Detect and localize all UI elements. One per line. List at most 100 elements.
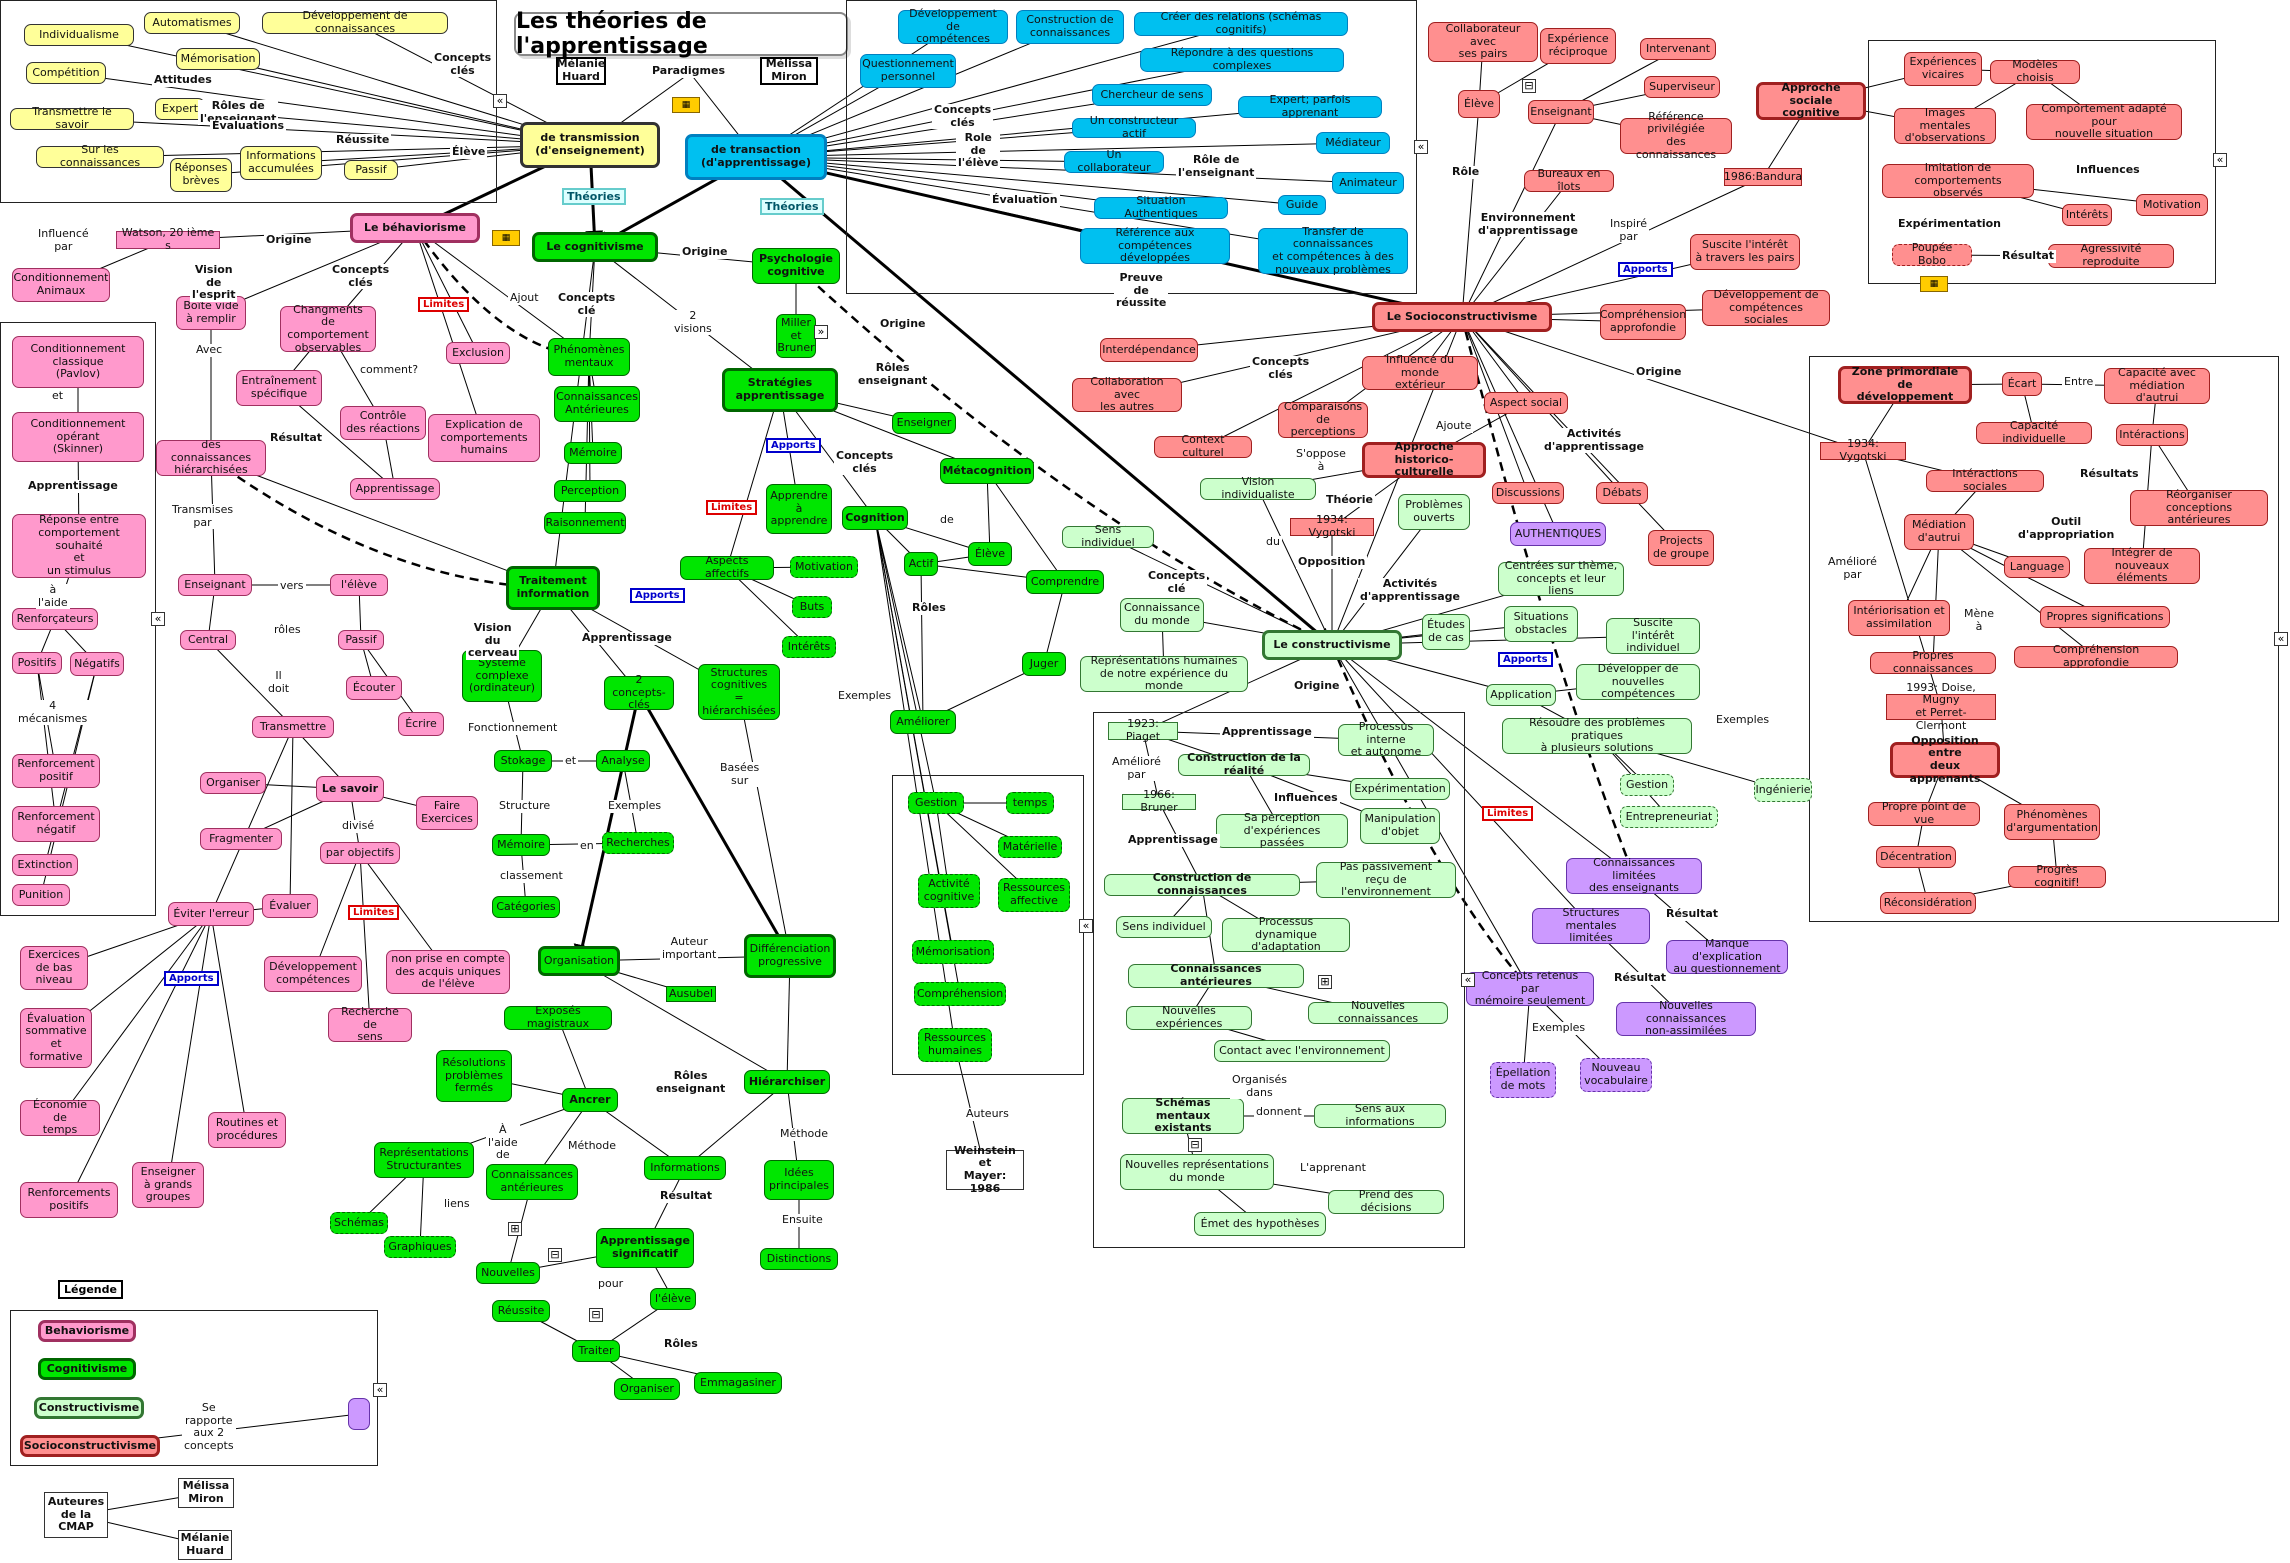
- concept-node-transmsav[interactable]: Transmettre le savoir: [10, 106, 134, 131]
- concept-node-ingenierie[interactable]: Ingénierie: [1754, 778, 1812, 802]
- concept-node-reussite[interactable]: Réussite: [492, 1300, 550, 1322]
- concept-node-renfpos[interactable]: Renforcement positif: [12, 754, 100, 788]
- concept-node-gestion2[interactable]: Gestion: [1620, 774, 1674, 796]
- concept-node-manip[interactable]: Manipulation d'objet: [1360, 808, 1440, 844]
- concept-node-structcog[interactable]: Structures cognitives = hiérarchisées: [698, 664, 780, 720]
- concept-node-compadap[interactable]: Comportement adapté pour nouvelle situat…: [2026, 102, 2182, 140]
- concept-node-collab[interactable]: Un collaborateur: [1064, 149, 1164, 174]
- concept-node-punition[interactable]: Punition: [12, 884, 70, 906]
- concept-node-eleve2[interactable]: Élève: [968, 542, 1012, 566]
- concept-node-capind[interactable]: Capacité individuelle: [1976, 420, 2092, 445]
- concept-node-renfpos2[interactable]: Renforcements positifs: [20, 1182, 118, 1218]
- concept-node-procdyn[interactable]: Processus dynamique d'adaptation: [1222, 915, 1350, 953]
- concept-node-quest[interactable]: Questionnement personnel: [860, 54, 956, 88]
- concept-node-diffprog[interactable]: Différenciation progressive: [744, 934, 836, 978]
- concept-node-propsign[interactable]: Propres significations: [2040, 606, 2170, 628]
- concept-node-interdep[interactable]: Interdépendance: [1100, 338, 1198, 362]
- concept-node-enseignant1[interactable]: Enseignant: [178, 574, 252, 596]
- concept-node-gestion1[interactable]: Gestion: [908, 792, 964, 814]
- concept-node-refpriv[interactable]: Référence privilégiée des connaissances: [1620, 110, 1732, 160]
- concept-node-sitobs[interactable]: Situations obstacles: [1504, 606, 1578, 642]
- concept-node-comprehension[interactable]: Compréhension: [914, 982, 1006, 1006]
- concept-node-expert[interactable]: Expert: [155, 98, 205, 120]
- concept-node-cogn[interactable]: Le cognitivisme: [532, 232, 658, 262]
- concept-node-debats[interactable]: Débats: [1596, 482, 1648, 504]
- concept-node-legct[interactable]: Constructivisme: [34, 1397, 144, 1419]
- concept-node-interets2[interactable]: Intérêts: [2062, 204, 2112, 226]
- concept-node-fragmenter[interactable]: Fragmenter: [200, 828, 282, 850]
- concept-node-devnouv[interactable]: Développer de nouvelles compétences: [1576, 662, 1700, 700]
- concept-node-concret[interactable]: Concepts retenus par mémoire seulement: [1466, 969, 1594, 1007]
- concept-node-exclusion[interactable]: Exclusion: [446, 342, 510, 364]
- concept-node-collabaut[interactable]: Collaboration avec les autres: [1072, 375, 1182, 413]
- concept-node-deuxconc[interactable]: 2 concepts- clés: [604, 673, 674, 711]
- concept-node-graphiques[interactable]: Graphiques: [384, 1236, 456, 1258]
- concept-node-visind[interactable]: Vision individualiste: [1200, 476, 1316, 501]
- concept-node-temps[interactable]: temps: [1006, 792, 1054, 814]
- concept-node-ancrer[interactable]: Ancrer: [562, 1088, 618, 1112]
- concept-node-passif1[interactable]: Passif: [344, 160, 398, 180]
- concept-node-organiser1[interactable]: Organiser: [200, 772, 266, 794]
- concept-node-connant3[interactable]: Connaissances antérieures: [1128, 963, 1304, 988]
- concept-node-metacog[interactable]: Métacognition: [940, 458, 1034, 484]
- concept-node-interets1[interactable]: Intérêts: [782, 636, 836, 658]
- concept-node-sensinfo[interactable]: Sens aux informations: [1314, 1103, 1446, 1128]
- concept-node-central[interactable]: Central: [180, 630, 236, 650]
- concept-node-memoire1[interactable]: Mémoire: [564, 442, 622, 464]
- concept-node-analyse[interactable]: Analyse: [596, 750, 650, 772]
- concept-node-creer[interactable]: Créer des relations (schémas cognitifs): [1134, 11, 1348, 36]
- collapse-icon[interactable]: «: [2274, 632, 2288, 646]
- concept-node-expertp[interactable]: Expert; parfois apprenant: [1238, 94, 1382, 119]
- collapse-icon[interactable]: «: [1461, 973, 1475, 987]
- concept-node-nonprise[interactable]: non prise en compte des acquis uniques d…: [386, 950, 510, 994]
- concept-node-constconn2[interactable]: Construction de connaissances: [1104, 872, 1300, 897]
- concept-node-enseignant2[interactable]: Enseignant: [1528, 100, 1594, 124]
- concept-node-idees[interactable]: Idées principales: [764, 1160, 834, 1200]
- concept-node-discussions[interactable]: Discussions: [1492, 482, 1564, 504]
- concept-node-constreal[interactable]: Construction de la réalité: [1178, 752, 1310, 777]
- concept-node-routines[interactable]: Routines et procédures: [208, 1112, 286, 1148]
- concept-node-memoire2[interactable]: Mémoire: [492, 834, 550, 856]
- concept-node-proppv[interactable]: Propre point de vue: [1868, 801, 1980, 826]
- concept-node-vygot2[interactable]: 1934: Vygotski: [1820, 438, 1906, 463]
- concept-node-collabp[interactable]: Collaborateur avec ses pairs: [1428, 22, 1538, 62]
- concept-node-strat[interactable]: Stratégies apprentissage: [722, 368, 838, 412]
- collapse-icon[interactable]: «: [1414, 140, 1428, 154]
- concept-node-capmed[interactable]: Capacité avec médiation d'autrui: [2104, 366, 2210, 404]
- concept-node-organiser2[interactable]: Organiser: [614, 1378, 680, 1400]
- concept-node-lesavoir[interactable]: Le savoir: [316, 776, 384, 802]
- concept-node-represent[interactable]: Représentations Structurantes: [374, 1142, 474, 1178]
- collapse-icon[interactable]: «: [373, 1383, 387, 1397]
- concept-node-comprendre[interactable]: Comprendre: [1026, 570, 1104, 594]
- concept-node-actcog[interactable]: Activité cognitive: [918, 874, 980, 908]
- concept-node-connant[interactable]: Connaissances Antérieures: [554, 386, 640, 422]
- collapse-icon[interactable]: »: [814, 325, 828, 339]
- concept-node-integrer[interactable]: Intégrer de nouveaux éléments: [2084, 546, 2200, 584]
- concept-node-ecotemps[interactable]: Économie de temps: [20, 1098, 100, 1136]
- concept-node-centrees[interactable]: Centrées sur thème, concepts et leur lie…: [1498, 559, 1624, 597]
- concept-node-apprent[interactable]: Apprentissage: [350, 478, 440, 500]
- concept-node-susciteint[interactable]: Suscite l'intérêt individuel: [1606, 616, 1700, 654]
- concept-node-mediation[interactable]: Médiation d'autrui: [1904, 514, 1974, 550]
- media-icon[interactable]: ▦: [492, 230, 520, 246]
- concept-node-positifs[interactable]: Positifs: [12, 652, 62, 674]
- concept-node-constconn[interactable]: Construction de connaissances: [1016, 10, 1124, 44]
- concept-node-connmonde[interactable]: Connaissance du monde: [1120, 598, 1204, 632]
- concept-node-agress[interactable]: Agressivité reproduite: [2048, 243, 2174, 268]
- concept-node-imitation[interactable]: Imitation de comportements observés: [1882, 161, 2034, 199]
- concept-node-nouvexp[interactable]: Nouvelles expériences: [1126, 1005, 1252, 1030]
- concept-node-repondre[interactable]: Répondre à des questions complexes: [1140, 47, 1344, 72]
- concept-node-sensind2[interactable]: Sens individuel: [1116, 916, 1212, 938]
- concept-node-actif[interactable]: Actif: [904, 552, 938, 576]
- concept-node-sensind[interactable]: Sens individuel: [1062, 524, 1154, 549]
- concept-node-evalsom[interactable]: Évaluation sommative et formative: [20, 1008, 92, 1068]
- concept-node-emet[interactable]: Émet des hypothèses: [1194, 1212, 1326, 1236]
- concept-node-sitauth[interactable]: Situation Authentiques: [1094, 195, 1228, 220]
- concept-node-ameliorer[interactable]: Améliorer: [890, 710, 956, 734]
- concept-node-structlim[interactable]: Structures mentales limitées: [1532, 906, 1650, 944]
- concept-node-nouvvoc[interactable]: Nouveau vocabulaire: [1580, 1058, 1652, 1092]
- concept-node-intervenant[interactable]: Intervenant: [1640, 38, 1716, 60]
- concept-node-interior[interactable]: Intériorisation et assimilation: [1848, 600, 1950, 636]
- concept-node-devcomp2[interactable]: Développement compétences: [264, 956, 362, 992]
- concept-node-traitinfo[interactable]: Traitement information: [506, 566, 600, 610]
